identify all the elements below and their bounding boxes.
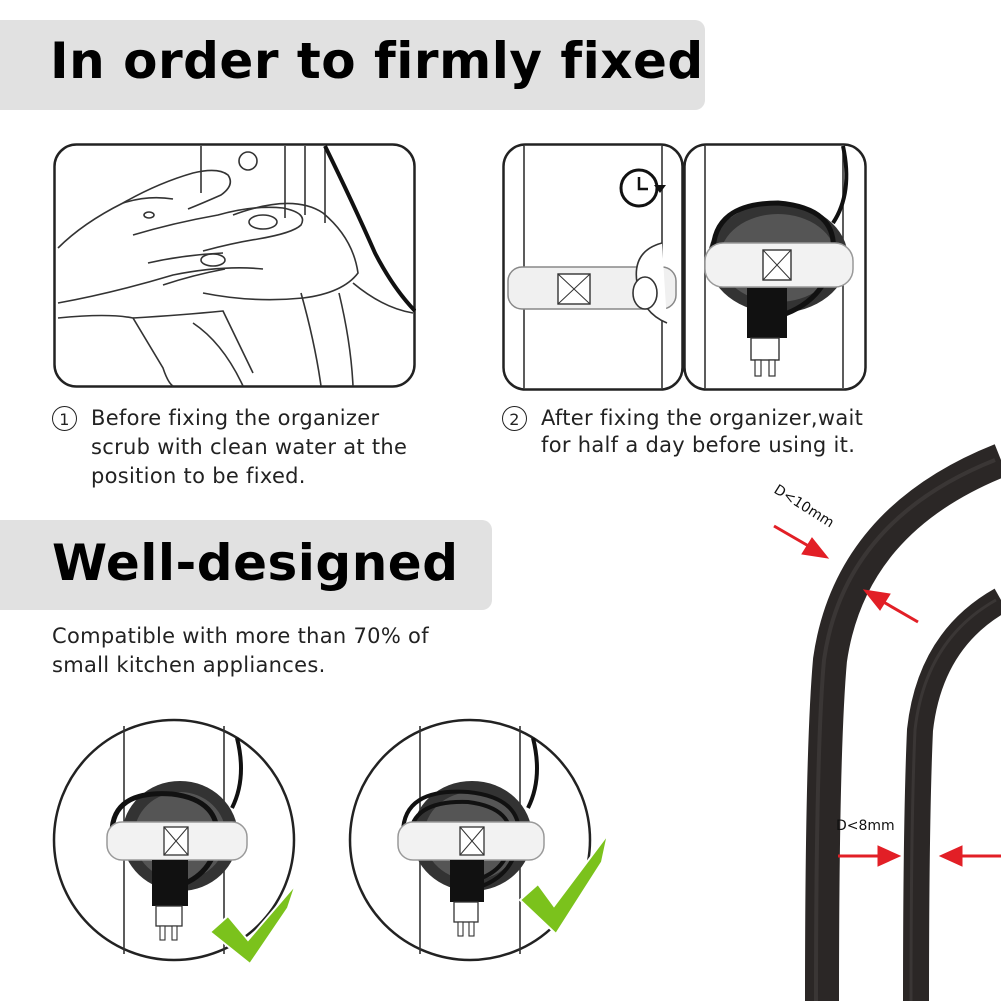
dimension-arrows <box>773 524 1001 867</box>
step-2-line-2: for half a day before using it. <box>541 433 856 457</box>
heading-banner-fixed: In order to firmly fixed <box>0 20 705 110</box>
step-1: 1 Before fixing the organizer scrub with… <box>52 404 472 494</box>
step-2-line-1: After fixing the organizer,wait <box>541 406 864 430</box>
step-1-line-1: Before fixing the organizer <box>91 406 380 430</box>
compatibility-line-1: Compatible with more than 70% of <box>52 624 429 648</box>
appliance-example-1 <box>52 718 297 963</box>
step-1-line-3: position to be fixed. <box>91 464 306 488</box>
heading-fixed: In order to firmly fixed <box>50 32 704 90</box>
check-icon <box>518 833 609 936</box>
compatibility-line-2: small kitchen appliances. <box>52 653 326 677</box>
step-2-number: 2 <box>502 406 527 431</box>
organizer-press-illustration <box>502 143 684 391</box>
cable-diameter-illustration: D<10mm D<8mm <box>771 444 1001 1001</box>
organizer-with-cord-illustration <box>683 143 867 391</box>
outer-cable-diameter-label: D<10mm <box>771 482 837 531</box>
heading-banner-designed: Well-designed <box>0 520 492 610</box>
heading-designed: Well-designed <box>52 534 459 592</box>
compatibility-text: Compatible with more than 70% of small k… <box>52 622 429 680</box>
step-2: 2 After fixing the organizer,wait for ha… <box>502 404 882 464</box>
hand-wiping-illustration <box>53 143 416 388</box>
check-icon <box>208 883 297 963</box>
clock-icon <box>619 168 666 208</box>
inner-cable-diameter-label: D<8mm <box>836 818 895 834</box>
step-1-line-2: scrub with clean water at the <box>91 435 408 459</box>
step-1-number: 1 <box>52 406 77 431</box>
appliance-example-2 <box>348 718 609 962</box>
